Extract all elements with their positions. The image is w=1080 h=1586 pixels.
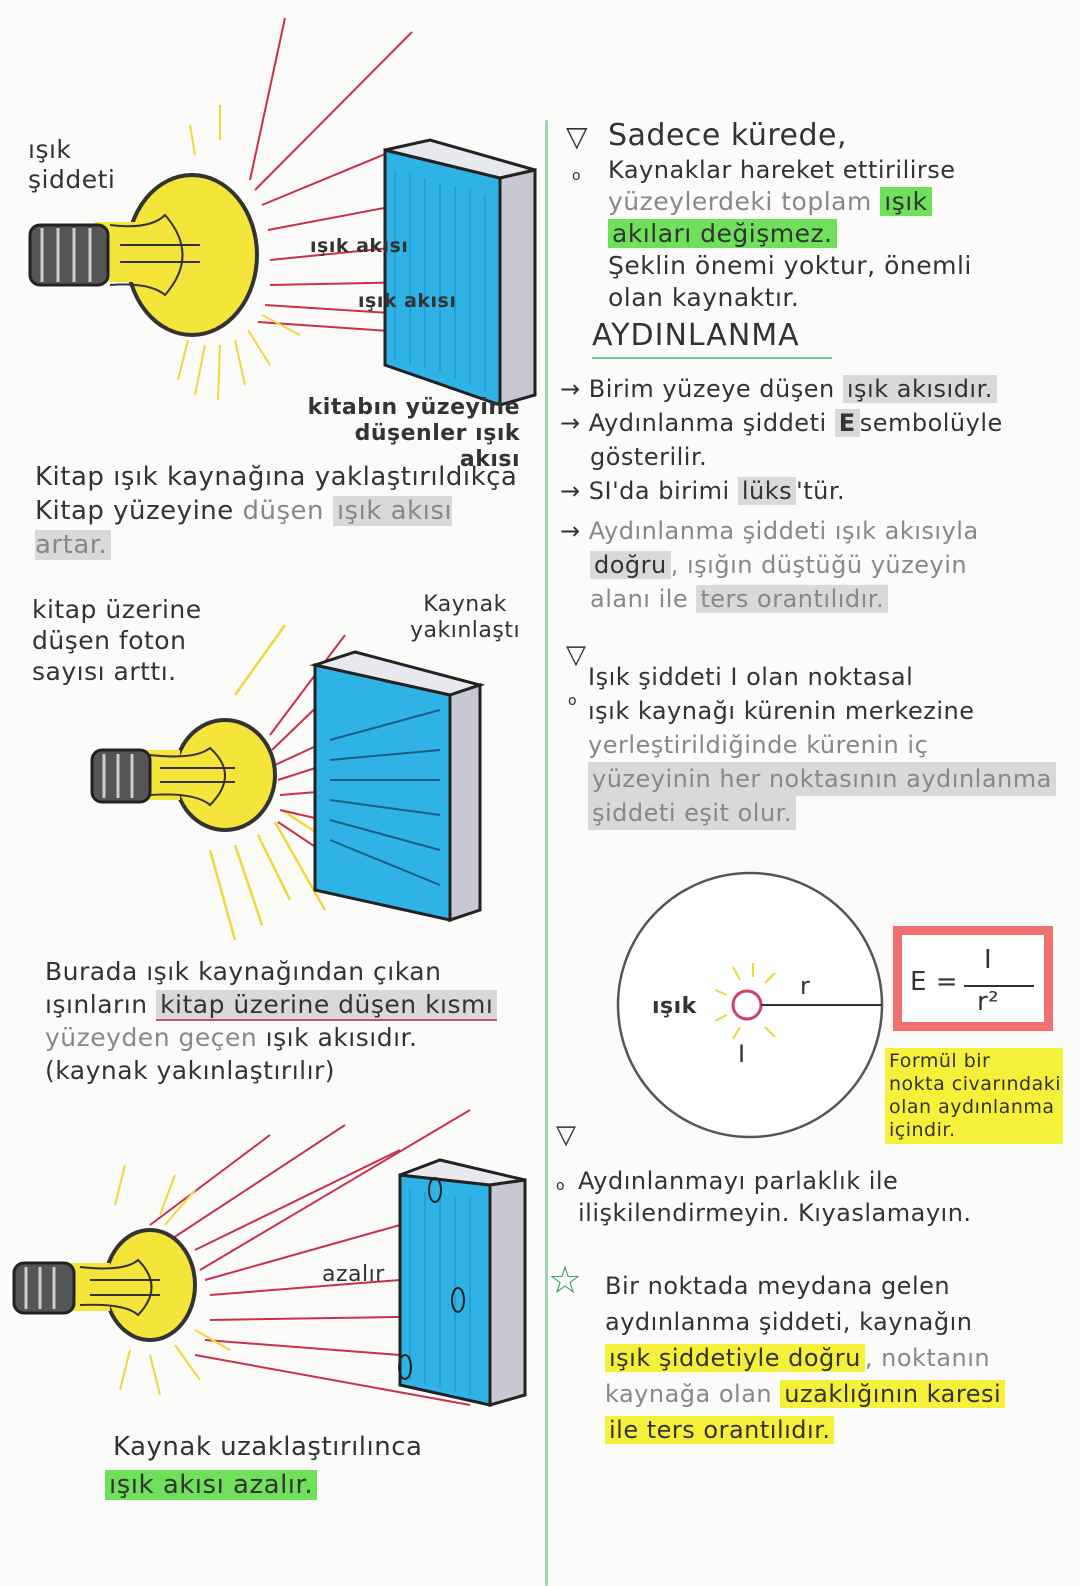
formula-denominator: r² (977, 987, 1000, 1017)
bullet-dot-icon: o (568, 693, 577, 709)
source-note: Kaynak yakınlaştı (410, 592, 521, 643)
panel3-note: Kaynak uzaklaştırılınca ışık akısı azalı… (105, 1428, 422, 1504)
panel1-caption: kitabın yüzeyine düşenler ışık akısı (307, 395, 520, 472)
fraction-bar (964, 985, 1034, 987)
flux-label-1: ışık akısı (310, 235, 409, 257)
intensity-label: ışık şiddeti (28, 135, 116, 194)
formula-box: E = I r² (893, 926, 1053, 1031)
bulb-illustration-2 (90, 624, 486, 941)
bullet-dot-icon: o (556, 1178, 565, 1194)
formula-lhs: E = (910, 967, 958, 997)
bullet-dot-icon: o (572, 168, 581, 184)
arrow-item: → Birim yüzeye düşen ışık akısıdır. (560, 372, 1070, 406)
star-icon: ☆ (548, 1258, 583, 1302)
warning-icon: ▽ (556, 1120, 576, 1150)
illuminance-notes: → Birim yüzeye düşen ışık akısıdır. → Ay… (560, 372, 1070, 616)
sphere-note: Sadece kürede, Kaynaklar hareket ettiril… (608, 118, 972, 312)
intensity-symbol: I (738, 1040, 746, 1068)
point-source-note: Işık şiddeti I olan noktasal ışık kaynağ… (588, 660, 1068, 830)
panel2-note: Burada ışık kaynağından çıkan ışınların … (45, 955, 515, 1087)
bulb-illustration-1 (28, 17, 537, 408)
warning-icon: ▽ (566, 120, 588, 153)
sphere-diagram (616, 871, 884, 1139)
arrow-item: → SI'da birimi lüks'tür. (560, 477, 846, 505)
summary-note: Bir noktada meydana gelen aydınlanma şid… (605, 1268, 1075, 1448)
warning-icon: ▽ (566, 640, 586, 670)
bulb-illustration-3 (12, 1109, 527, 1407)
formula-numerator: I (984, 945, 993, 975)
column-divider (545, 120, 548, 1586)
photon-note: kitap üzerine düşen foton sayısı arttı. (32, 595, 202, 686)
radius-label: r (800, 972, 811, 1000)
flux-label-2: ışık akısı (358, 290, 457, 312)
decrease-label: azalır (322, 1262, 385, 1287)
formula-note: Formül bir nokta civarındaki olan aydınl… (885, 1048, 1063, 1144)
brightness-note: Aydınlanmayı parlaklık ile ilişkilendirm… (578, 1167, 972, 1227)
section-heading: AYDINLANMA (592, 318, 832, 359)
arrow-item: → Aydınlanma şiddeti ışık akısıyla (560, 517, 979, 545)
panel1-note: Kitap ışık kaynağına yaklaştırıldıkça Ki… (35, 462, 518, 560)
sphere-light-label: ışık (652, 994, 697, 1019)
